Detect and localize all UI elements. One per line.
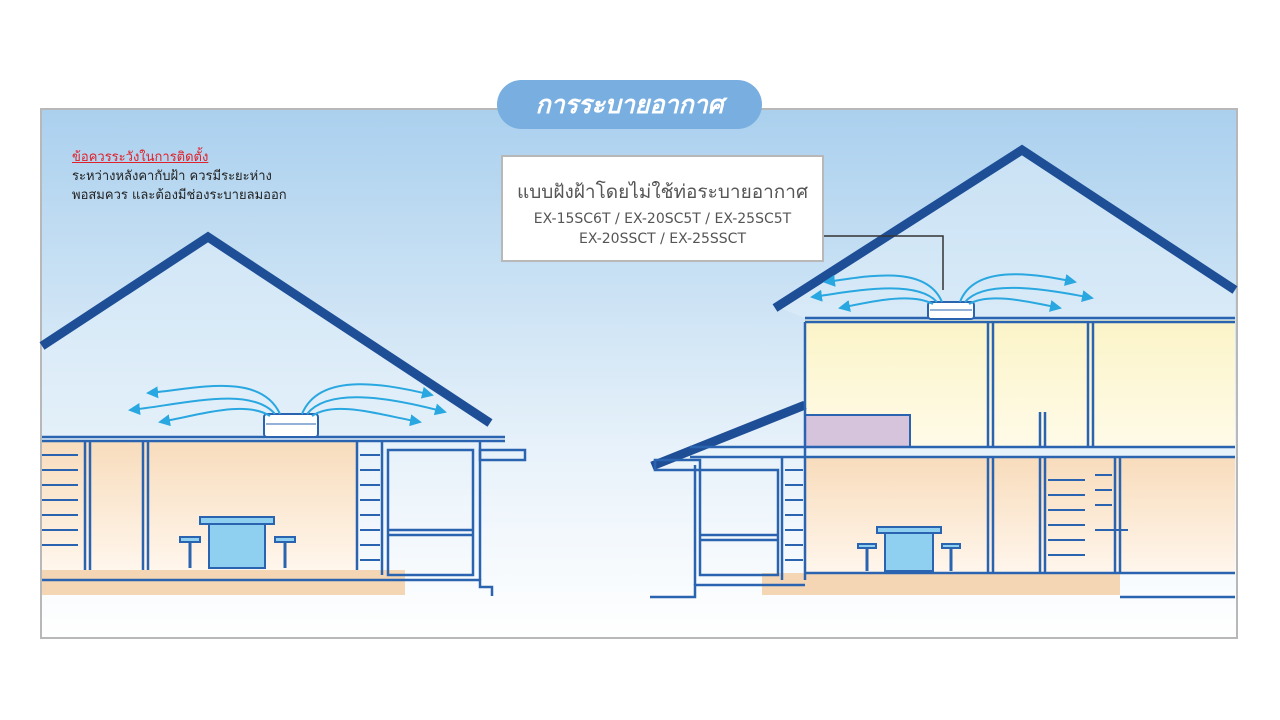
right-floor <box>762 573 1120 595</box>
right-roof <box>772 144 1238 312</box>
right-table <box>857 526 961 572</box>
title-pill: การระบายอากาศ <box>497 80 762 129</box>
right-house <box>650 144 1238 599</box>
callout-leader-line <box>824 235 944 290</box>
right-bed <box>804 414 911 448</box>
left-airflow-arrows <box>128 383 447 427</box>
left-roof <box>39 231 493 427</box>
left-stairs <box>42 454 380 561</box>
note-line-1: ระหว่างหลังคากับฝ้า ควรมีระยะห่าง <box>72 169 272 184</box>
model-callout: แบบฝังฝ้าโดยไม่ใช้ท่อระบายอากาศ EX-15SC6… <box>501 155 824 262</box>
left-house <box>39 231 527 596</box>
installation-note: ข้อควรระวังในการติดตั้ง ระหว่างหลังคากับ… <box>72 148 287 205</box>
left-fan-icon <box>263 413 319 438</box>
right-lower-room <box>805 458 1235 573</box>
left-room <box>42 440 357 570</box>
callout-models-2: EX-20SSCT / EX-25SSCT <box>578 231 747 247</box>
right-airflow-arrows <box>810 273 1094 312</box>
callout-title: แบบฝังฝ้าโดยไม่ใช้ท่อระบายอากาศ <box>516 181 809 203</box>
left-attic <box>42 237 480 430</box>
left-floor <box>42 570 405 595</box>
note-line-2: พอสมควร และต้องมีช่องระบายลมออก <box>72 188 287 203</box>
callout-models-1: EX-15SC6T / EX-20SC5T / EX-25SC5T <box>533 211 792 227</box>
right-stairs <box>785 469 1128 561</box>
right-lower-roof <box>650 400 807 471</box>
page-title: การระบายอากาศ <box>535 89 724 119</box>
warning-heading: ข้อควรระวังในการติดตั้ง <box>72 150 209 165</box>
left-table <box>179 516 296 569</box>
right-fan-icon <box>927 301 975 320</box>
